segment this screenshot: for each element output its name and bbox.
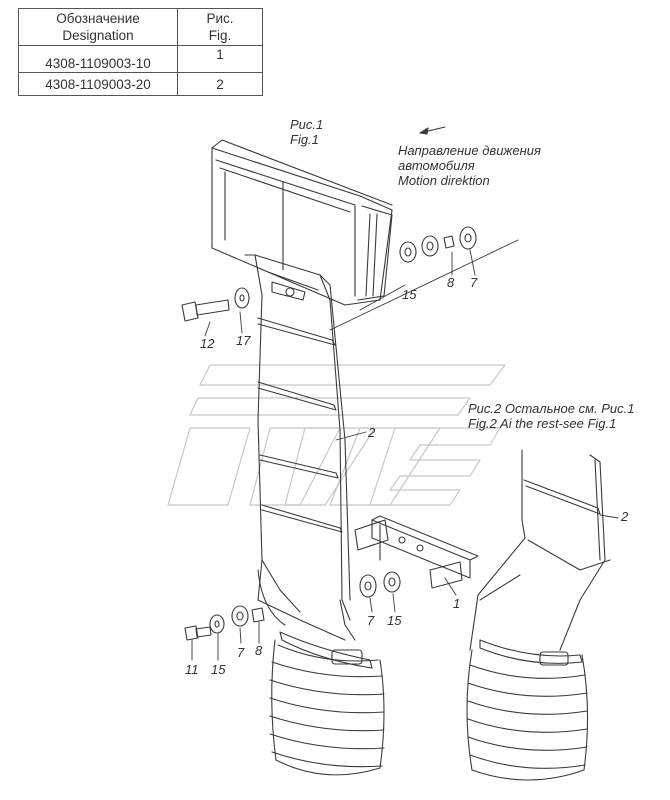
designation-cell: 4308-1109003-10 xyxy=(18,45,178,73)
callout-number: 8 xyxy=(255,643,263,658)
air-intake-top-box xyxy=(211,139,393,306)
fig1-caption: Рис.1 Fig.1 xyxy=(290,117,323,147)
callout-number: 7 xyxy=(237,645,245,660)
designation-header: Обозначение Designation xyxy=(18,8,178,46)
figure-header: Рис. Fig. xyxy=(177,8,263,46)
fig1-caption-ru: Рис.1 xyxy=(290,117,324,132)
motion-direction-arrow xyxy=(419,126,446,135)
motion-direction-caption: Направление движения автомобиля Motion d… xyxy=(398,143,541,188)
callout-number: 11 xyxy=(185,662,199,677)
bolt-12-washer-17 xyxy=(181,287,250,322)
callout-number: 15 xyxy=(211,662,226,677)
air-duct-fig1 xyxy=(244,254,356,641)
callout-number: 7 xyxy=(470,275,478,290)
callout-number: 1 xyxy=(453,596,461,611)
designation-header-en: Designation xyxy=(62,28,134,43)
fasteners-bracket xyxy=(359,571,401,598)
fasteners-bottom-left xyxy=(184,605,265,641)
bracket-part-1 xyxy=(354,515,479,589)
table-row: 4308-1109003-20 2 xyxy=(18,72,263,96)
callout-number: 15 xyxy=(387,613,402,628)
designation-header-ru: Обозначение xyxy=(56,11,140,26)
designation-table: Обозначение Designation Рис. Fig. 4308-1… xyxy=(18,8,263,96)
callout-number: 12 xyxy=(200,336,215,351)
callout-number: 2 xyxy=(368,425,376,440)
fasteners-top-right xyxy=(399,226,477,263)
fig1-caption-en: Fig.1 xyxy=(290,132,319,147)
table-row: 4308-1109003-10 1 xyxy=(18,45,263,73)
fig2-caption-en: Fig.2 Ai the rest-see Fig.1 xyxy=(468,416,617,431)
bellows-hose-fig1 xyxy=(269,631,385,776)
motion-caption-line2: автомобиля xyxy=(398,158,475,173)
fig2-caption-ru: Рис.2 Остальное см. Рис.1 xyxy=(468,401,635,416)
designation-cell: 4308-1109003-20 xyxy=(18,72,178,96)
table-header-row: Обозначение Designation Рис. Fig. xyxy=(18,8,263,46)
air-duct-fig2 xyxy=(469,449,611,666)
watermark-logo xyxy=(167,364,506,506)
fig2-caption: Рис.2 Остальное см. Рис.1 Fig.2 Ai the r… xyxy=(468,401,635,431)
callout-number: 2 xyxy=(621,509,629,524)
motion-caption-line1: Направление движения xyxy=(398,143,541,158)
callout-number: 15 xyxy=(402,287,417,302)
figure-cell: 1 xyxy=(177,45,263,73)
callout-number: 7 xyxy=(367,613,375,628)
callout-number: 8 xyxy=(447,275,455,290)
bellows-hose-fig2 xyxy=(466,649,589,781)
callout-number: 17 xyxy=(236,333,251,348)
figure-header-ru: Рис. xyxy=(206,11,234,26)
figure-cell: 2 xyxy=(177,72,263,96)
figure-header-en: Fig. xyxy=(208,28,232,43)
motion-caption-en: Motion direktion xyxy=(398,173,490,188)
leader-lines xyxy=(191,239,619,661)
